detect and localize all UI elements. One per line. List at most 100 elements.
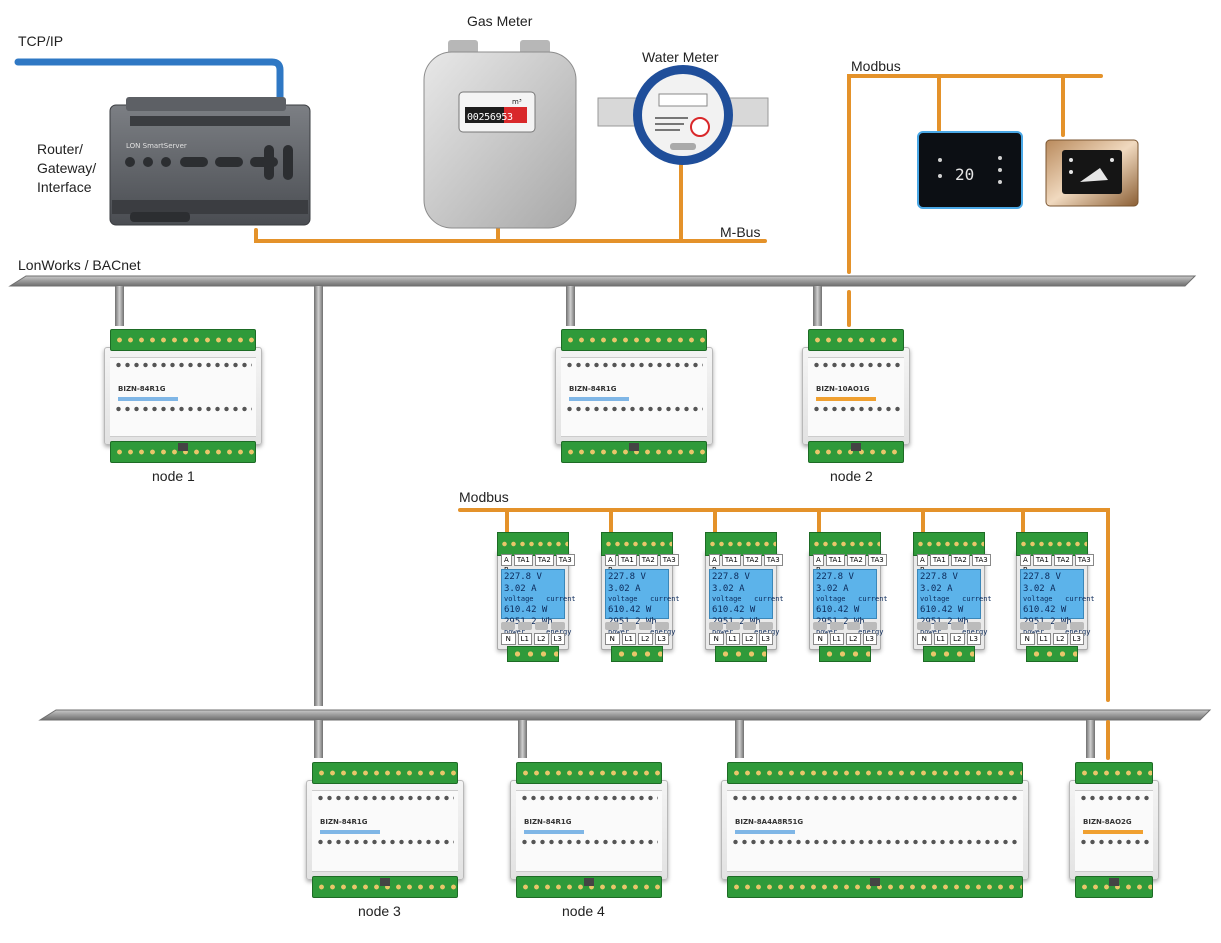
meter-current: 3.02 A: [816, 584, 849, 594]
meter-header-ta3: TA3: [659, 554, 679, 566]
node2-label: node 2: [830, 468, 873, 484]
phase-n: N: [605, 633, 620, 645]
meter-power: 610.42 W: [1023, 605, 1067, 615]
meter-row2-labels: power energy: [816, 628, 884, 636]
phase-l1: L1: [829, 633, 844, 645]
meter-voltage: 227.8 V: [608, 572, 646, 582]
meter-header-ta3: TA3: [763, 554, 783, 566]
node2-module-name: BIZN-10AO1G: [816, 385, 870, 393]
ao-module-name: BIZN-8AO2G: [1083, 818, 1132, 826]
meter-row1-labels: voltage current: [920, 595, 992, 603]
meter-header-ab: A B: [917, 554, 928, 574]
meter-header-ta2: TA2: [1053, 554, 1073, 566]
meter-voltage: 227.8 V: [1023, 572, 1061, 582]
meter-header: A BTA1TA2TA3: [917, 554, 991, 574]
node4-module: BIZN-84R1G: [510, 758, 668, 900]
meter-row2-labels: power energy: [1023, 628, 1091, 636]
node1-module: BIZN-84R1G: [104, 325, 262, 465]
meter-header-ab: A B: [1020, 554, 1031, 574]
phase-l1: L1: [933, 633, 948, 645]
mid-module-name: BIZN-84R1G: [569, 385, 617, 393]
thermostat-panel: 20: [917, 131, 1023, 209]
node3-label: node 3: [358, 903, 401, 919]
router-label-2: Gateway/: [37, 160, 96, 176]
meter-row2-labels: power energy: [920, 628, 988, 636]
touch-panel: [1045, 139, 1139, 207]
meter-header-ta2: TA2: [846, 554, 866, 566]
phase-l3: L3: [1069, 633, 1084, 645]
phase-l1: L1: [1036, 633, 1051, 645]
meter-header: A BTA1TA2TA3: [605, 554, 679, 574]
ao-module: BIZN-8AO2G: [1069, 758, 1159, 900]
meter-row1-labels: voltage current: [712, 595, 784, 603]
big-module-name: BIZN-8A4A8R51G: [735, 818, 804, 826]
phase-n: N: [1020, 633, 1035, 645]
meter-header-ta1: TA1: [617, 554, 637, 566]
smartserver-label: LON SmartServer: [126, 142, 187, 150]
meter-current: 3.02 A: [920, 584, 953, 594]
meter-power: 610.42 W: [712, 605, 756, 615]
modbus-mid-label: Modbus: [459, 489, 509, 505]
router-label-1: Router/: [37, 141, 83, 157]
meter-header-ta3: TA3: [867, 554, 887, 566]
phase-l2: L2: [742, 633, 757, 645]
meter-header-ta2: TA2: [638, 554, 658, 566]
phase-l2: L2: [950, 633, 965, 645]
meter-header-ab: A B: [501, 554, 512, 574]
lonworks-bus: [8, 228, 1212, 758]
meter-current: 3.02 A: [608, 584, 641, 594]
phase-l1: L1: [517, 633, 532, 645]
meter-header-ta2: TA2: [950, 554, 970, 566]
meter-keys: [605, 622, 669, 630]
node1-module-name: BIZN-84R1G: [118, 385, 166, 393]
phase-n: N: [917, 633, 932, 645]
tcp-ip-link: [14, 58, 284, 104]
router-device: LON SmartServer: [109, 97, 311, 226]
meter-power: 610.42 W: [920, 605, 964, 615]
phase-l2: L2: [1053, 633, 1068, 645]
node1-label: node 1: [152, 468, 195, 484]
lonworks-label: LonWorks / BACnet: [18, 257, 141, 273]
meter-header-ab: A B: [813, 554, 824, 574]
meter-voltage: 227.8 V: [816, 572, 854, 582]
meter-header: A BTA1TA2TA3: [1020, 554, 1094, 574]
phase-n: N: [709, 633, 724, 645]
modbus-top-line: [847, 74, 1103, 327]
phase-l3: L3: [654, 633, 669, 645]
meter-power: 610.42 W: [504, 605, 548, 615]
gas-meter-label: Gas Meter: [467, 13, 533, 29]
water-meter-label: Water Meter: [642, 49, 719, 65]
meter-row1-labels: voltage current: [504, 595, 576, 603]
meter-power: 610.42 W: [816, 605, 860, 615]
node3-module: BIZN-84R1G: [306, 758, 464, 900]
meter-header-ta1: TA1: [1032, 554, 1052, 566]
meter-current: 3.02 A: [712, 584, 745, 594]
phase-l2: L2: [638, 633, 653, 645]
meter-header-ta1: TA1: [721, 554, 741, 566]
meter-header: A BTA1TA2TA3: [709, 554, 783, 574]
router-label-3: Interface: [37, 179, 92, 195]
meter-header-ta3: TA3: [555, 554, 575, 566]
meter-voltage: 227.8 V: [504, 572, 542, 582]
meter-header-ta2: TA2: [742, 554, 762, 566]
meter-keys: [709, 622, 773, 630]
meter-header-ab: A B: [605, 554, 616, 574]
node4-module-name: BIZN-84R1G: [524, 818, 572, 826]
water-meter-device: [597, 65, 769, 165]
modbus-mid-line: [458, 508, 1110, 760]
phase-n: N: [813, 633, 828, 645]
meter-header-ta3: TA3: [1074, 554, 1094, 566]
